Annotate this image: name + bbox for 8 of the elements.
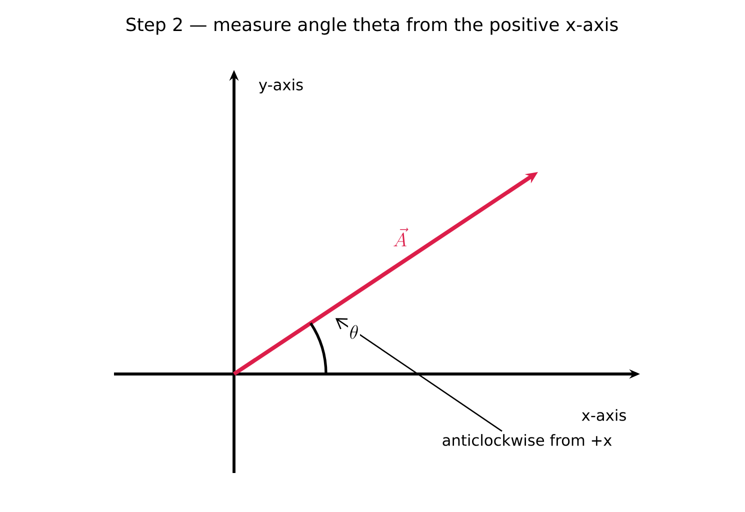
title: Step 2 — measure angle theta from the positive x-axis [126,17,618,35]
leader-line [335,318,502,432]
note-text: anticlockwise from +x [442,434,612,446]
angle-label: $\theta$ [350,325,358,339]
axis-label: y-axis [258,78,303,94]
axis-label: x-axis [582,409,626,421]
vector-label: $\vec{A}$ [394,228,408,246]
angle-arc [310,322,328,374]
